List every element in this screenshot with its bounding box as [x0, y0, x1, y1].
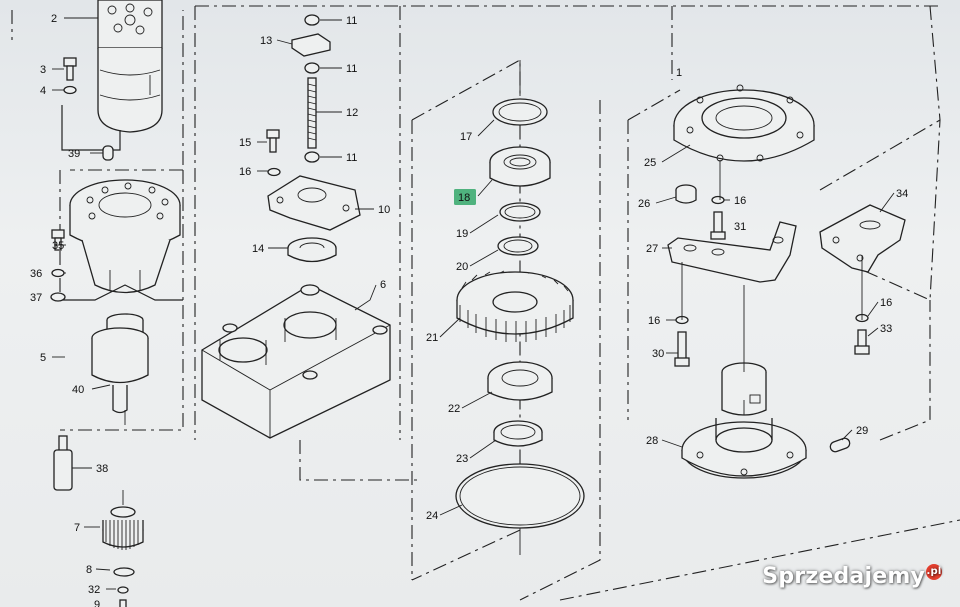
- label-22: 22: [448, 403, 460, 415]
- part-25-upper-housing: [673, 84, 815, 162]
- part-13-clamp: [291, 33, 331, 57]
- watermark-text: Sprzedajemy: [762, 564, 925, 589]
- part-9-bolt: [119, 599, 127, 607]
- label-8: 8: [86, 564, 92, 576]
- leader-37: [62, 284, 183, 301]
- part-12-threaded-stud: [307, 77, 317, 149]
- label-38: 38: [96, 463, 108, 475]
- label-29: 29: [856, 425, 868, 437]
- leader-lines: [52, 17, 895, 590]
- label-14: 14: [252, 243, 264, 255]
- part-3-bolt: [63, 57, 77, 81]
- label-3: 3: [40, 64, 46, 76]
- part-16-washer-right: [711, 195, 725, 205]
- part-32-nut: [117, 586, 129, 594]
- part-labels: 2 3 4 39 35 36 37 5 40 38 7 8 32 9 13 11…: [30, 13, 908, 607]
- part-19-circlip: [499, 202, 541, 222]
- label-21: 21: [426, 332, 438, 344]
- part-14-ring: [287, 237, 337, 263]
- label-34: 34: [896, 188, 908, 200]
- part-26-spacer: [675, 184, 697, 204]
- part-28-shaft-flange: [681, 362, 807, 479]
- part-30-bolt: [674, 331, 690, 367]
- part-2-hydraulic-motor: [97, 0, 163, 133]
- part-6-gear-housing: [201, 284, 391, 439]
- label-20: 20: [456, 261, 468, 273]
- highlight-box-18: [454, 189, 476, 205]
- label-6: 6: [380, 279, 386, 291]
- part-34-plate: [819, 204, 906, 273]
- label-19: 19: [456, 228, 468, 240]
- part-24-o-ring: [455, 463, 585, 529]
- label-32: 32: [88, 584, 100, 596]
- label-16-lower: 16: [648, 315, 660, 327]
- label-28: 28: [646, 435, 658, 447]
- part-35-bolt: [51, 229, 65, 251]
- label-9: 9: [94, 599, 100, 607]
- part-18-bearing: [489, 146, 551, 187]
- label-31: 31: [734, 221, 746, 233]
- part-7-pinion-gear: [102, 490, 144, 550]
- part-15-bolt: [266, 129, 280, 153]
- part-8-washer: [113, 567, 135, 577]
- label-35: 35: [52, 240, 64, 252]
- watermark-logo: Sprzedajemy.pl: [762, 564, 942, 589]
- part-11-nut-top: [304, 14, 320, 26]
- label-2: 2: [51, 13, 57, 25]
- label-37: 37: [30, 292, 42, 304]
- label-7: 7: [74, 522, 80, 534]
- part-36-washer: [51, 268, 65, 278]
- label-27: 27: [646, 243, 658, 255]
- label-12: 12: [346, 107, 358, 119]
- label-16-right: 16: [734, 195, 746, 207]
- part-10-mount-plate: [267, 175, 361, 231]
- leader-2-bracket: [61, 105, 121, 151]
- part-31-bolt: [710, 211, 726, 240]
- part-29-key: [829, 437, 851, 453]
- part-21-ring-gear: [456, 270, 574, 342]
- label-16-far-right: 16: [880, 297, 892, 309]
- part-40-drive-coupling: [91, 313, 149, 425]
- part-17-snap-ring: [492, 98, 548, 126]
- part-4-washer: [63, 85, 77, 95]
- label-17: 17: [460, 131, 472, 143]
- part-16-washer: [267, 167, 281, 177]
- watermark-badge: .pl: [926, 564, 942, 580]
- label-10: 10: [378, 204, 390, 216]
- part-39-key: [102, 145, 114, 161]
- label-1: 1: [676, 67, 682, 79]
- label-23: 23: [456, 453, 468, 465]
- label-18: 18: [458, 192, 470, 204]
- label-11-top: 11: [346, 15, 357, 27]
- label-26: 26: [638, 198, 650, 210]
- part-22-bearing: [487, 361, 553, 401]
- part-27-bracket: [667, 221, 797, 283]
- label-40: 40: [72, 384, 84, 396]
- label-5: 5: [40, 352, 46, 364]
- label-15: 15: [239, 137, 251, 149]
- part-38-pin: [53, 435, 73, 491]
- part-11-nut-lower: [304, 151, 320, 163]
- label-39: 39: [68, 148, 80, 160]
- label-33: 33: [880, 323, 892, 335]
- part-23-seal: [493, 420, 543, 447]
- part-11-nut-mid: [304, 62, 320, 74]
- label-11-mid: 11: [346, 63, 357, 75]
- label-36: 36: [30, 268, 42, 280]
- label-25: 25: [644, 157, 656, 169]
- label-24: 24: [426, 510, 438, 522]
- part-5-flange-assembly: [69, 179, 181, 294]
- label-13: 13: [260, 35, 272, 47]
- part-33-bolt: [854, 329, 870, 355]
- label-11-lower: 11: [346, 152, 357, 164]
- label-4: 4: [40, 85, 46, 97]
- part-37-washer: [50, 292, 66, 302]
- part-20-spacer: [497, 236, 539, 256]
- label-16: 16: [239, 166, 251, 178]
- label-30: 30: [652, 348, 664, 360]
